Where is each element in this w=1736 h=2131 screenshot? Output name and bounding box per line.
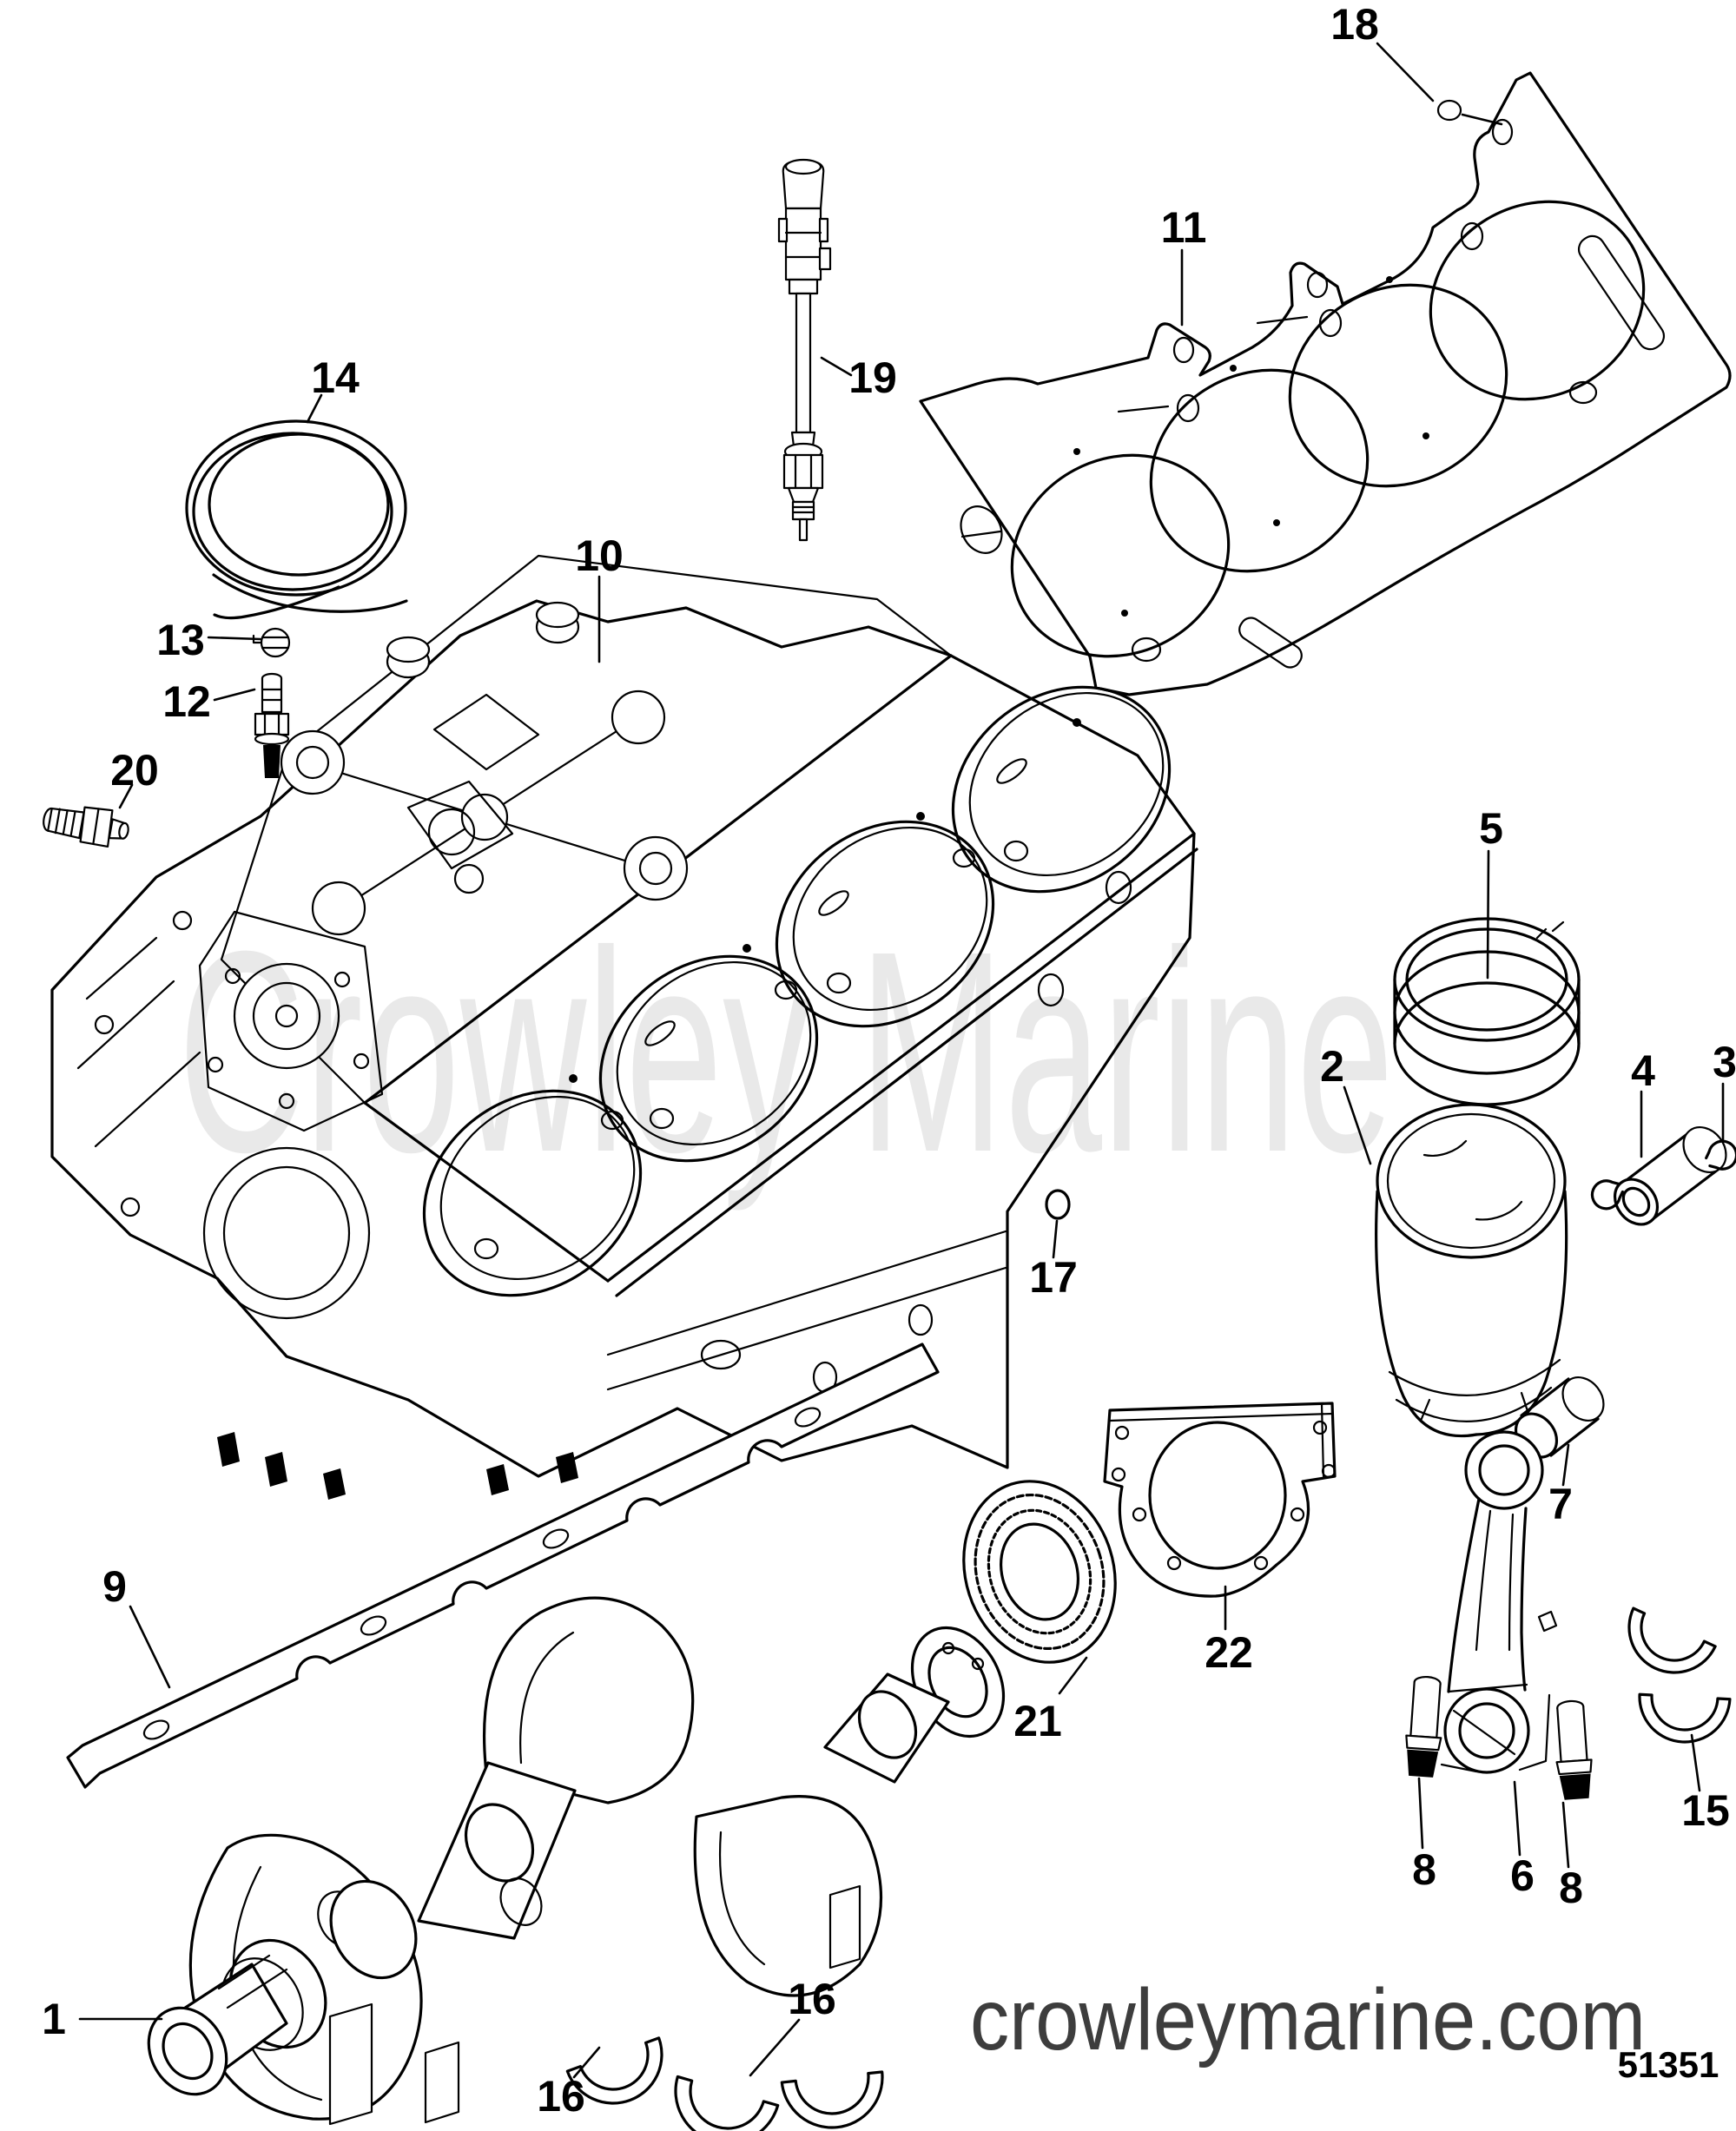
- callout-number: 4: [1631, 1046, 1655, 1095]
- callout-number: 16: [537, 2072, 585, 2121]
- leader-line: [1561, 1443, 1570, 1487]
- callout-number: 8: [1559, 1864, 1583, 1912]
- rod-bolt-left: [1405, 1675, 1442, 1778]
- callout-number: 20: [110, 746, 159, 795]
- callout-number: 3: [1713, 1038, 1736, 1086]
- watermark-text: Crowley Marine: [178, 891, 1394, 1213]
- callout-number: 22: [1205, 1628, 1253, 1677]
- callout-number: 21: [1013, 1697, 1062, 1745]
- retaining-clips: [1590, 1139, 1736, 1211]
- leader-line: [1690, 1733, 1701, 1792]
- leader-line: [207, 636, 262, 641]
- leader-line: [306, 393, 323, 424]
- leader-line: [118, 783, 134, 809]
- leader-line: [213, 688, 256, 702]
- leader-line: [1513, 1780, 1521, 1857]
- rod-bearings: [1627, 1606, 1732, 1744]
- callout-number: 15: [1681, 1786, 1730, 1835]
- callout-8: 8: [1412, 1777, 1436, 1894]
- callout-21: 21: [1013, 1656, 1088, 1745]
- callout-number: 10: [575, 531, 624, 580]
- leader-line: [572, 2046, 601, 2079]
- leader-line: [1417, 1777, 1424, 1850]
- callout-11: 11: [1161, 203, 1207, 327]
- leader-line: [1561, 1801, 1570, 1869]
- plug-oring: [1045, 1189, 1071, 1220]
- callout-number: 12: [162, 677, 211, 726]
- callout-part-circle: [1436, 99, 1462, 122]
- rod-bushing: [1514, 1376, 1605, 1459]
- callout-number: 18: [1330, 0, 1379, 49]
- callout-6: 6: [1510, 1780, 1535, 1900]
- seal-retainer: [1103, 1402, 1337, 1598]
- crankshaft: [147, 1596, 1006, 2126]
- callout-5: 5: [1479, 804, 1503, 980]
- main-bearings: [565, 2036, 884, 2131]
- callout-number: 14: [311, 353, 360, 402]
- rod-bolt-right: [1555, 1699, 1593, 1800]
- callout-14: 14: [306, 353, 360, 424]
- callout-7: 7: [1548, 1443, 1573, 1528]
- callout-2: 2: [1320, 1042, 1372, 1165]
- callout-number: 16: [788, 1975, 836, 2023]
- callout-12: 12: [162, 677, 256, 726]
- cylinder-block: [50, 554, 1198, 1500]
- callout-15: 15: [1681, 1733, 1730, 1835]
- callout-16: 16: [537, 2046, 601, 2121]
- callout-number: 11: [1161, 203, 1207, 252]
- leader-line: [1343, 1085, 1372, 1165]
- callout-19: 19: [820, 353, 897, 402]
- callout-18: 18: [1330, 0, 1503, 126]
- seal-wire-coil: [185, 419, 408, 620]
- leader-line: [1058, 1656, 1088, 1695]
- callout-10: 10: [575, 531, 624, 663]
- callout-number: 5: [1479, 804, 1503, 853]
- nut: [252, 627, 291, 658]
- rear-main-seal: [962, 1480, 1117, 1664]
- callout-3: 3: [1713, 1038, 1736, 1141]
- callout-number: 2: [1320, 1042, 1344, 1091]
- callout-number: 9: [102, 1562, 127, 1611]
- callout-17: 17: [1029, 1219, 1078, 1302]
- callout-13: 13: [156, 616, 262, 664]
- callout-4: 4: [1631, 1046, 1655, 1158]
- site-watermark: crowleymarine.com: [970, 1971, 1646, 2068]
- temperature-sender: [777, 158, 832, 542]
- windage-tray-gasket: [66, 1343, 940, 1789]
- leader-line: [1052, 1219, 1059, 1259]
- wrist-pin: [1613, 1126, 1727, 1226]
- diagram-number: 51351: [1618, 2044, 1719, 2085]
- callout-number: 7: [1548, 1480, 1573, 1528]
- callout-8: 8: [1559, 1801, 1583, 1912]
- callout-number: 6: [1510, 1851, 1535, 1900]
- callout-20: 20: [110, 746, 159, 809]
- leader-line: [1376, 42, 1435, 102]
- connecting-rod: [1440, 1430, 1558, 1774]
- leader-line: [749, 2018, 801, 2077]
- barb-fitting: [254, 672, 290, 778]
- callout-number: 1: [42, 1995, 66, 2043]
- oil-fitting: [43, 806, 129, 848]
- callout-number: 19: [848, 353, 897, 402]
- callout-22: 22: [1205, 1585, 1253, 1677]
- callout-number: 8: [1412, 1845, 1436, 1894]
- head-gasket: [919, 71, 1732, 696]
- piston: [1375, 1103, 1568, 1438]
- callout-9: 9: [102, 1562, 171, 1689]
- callout-16: 16: [749, 1975, 836, 2077]
- leader-line: [820, 356, 853, 377]
- callout-number: 17: [1029, 1253, 1078, 1302]
- callout-1: 1: [42, 1995, 163, 2043]
- leader-line: [1461, 113, 1503, 126]
- leader-line: [129, 1605, 171, 1689]
- callout-number: 13: [156, 616, 205, 664]
